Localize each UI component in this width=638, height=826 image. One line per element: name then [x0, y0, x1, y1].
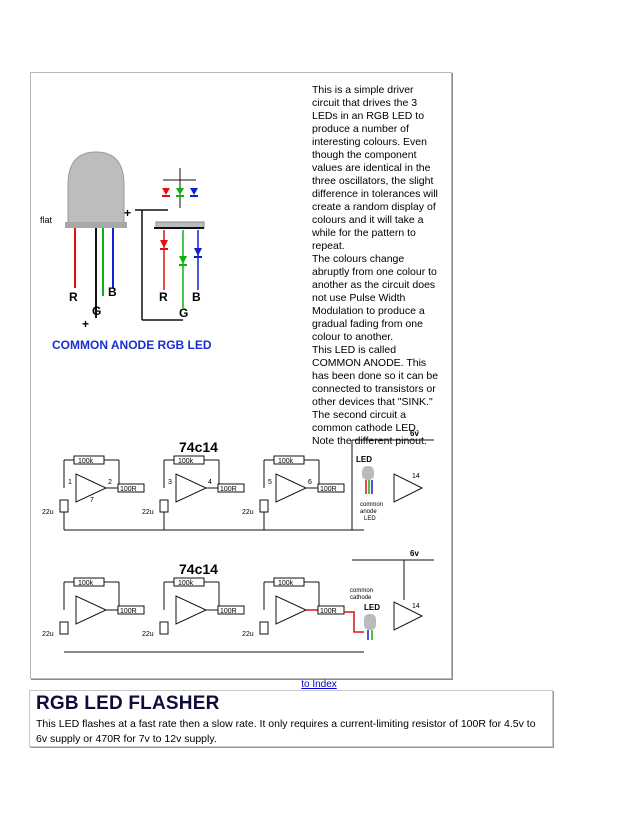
svg-text:5: 5 [268, 479, 272, 486]
chip-label: 74c14 [179, 439, 218, 455]
description-text: This is a simple driver circuit that dri… [312, 84, 439, 447]
svg-text:100k: 100k [178, 580, 194, 587]
oscillator-stage-1: 100k 1 2 7 100R 22u [42, 455, 145, 530]
svg-text:100k: 100k [178, 458, 194, 465]
svg-text:6v: 6v [410, 430, 419, 438]
svg-text:LED: LED [364, 516, 376, 522]
b-label: B [108, 285, 117, 299]
svg-text:LED: LED [356, 455, 372, 464]
svg-text:6v: 6v [410, 550, 419, 558]
svg-text:4: 4 [208, 479, 212, 486]
schematic-common-cathode: 74c14 100k 100R 22u 100k 100R 22u 100k 1… [42, 550, 434, 653]
b-label-2: B [192, 290, 201, 304]
led-symbols-bottom [160, 240, 202, 266]
svg-text:100k: 100k [278, 580, 294, 587]
svg-text:100R: 100R [220, 608, 237, 615]
g-label: G [92, 304, 101, 318]
svg-text:100k: 100k [78, 580, 94, 587]
svg-text:common: common [350, 588, 373, 594]
r-label-2: R [159, 290, 168, 304]
to-index-link[interactable]: to Index [301, 679, 337, 690]
svg-text:2: 2 [108, 479, 112, 486]
svg-text:22u: 22u [242, 631, 254, 638]
svg-text:100R: 100R [120, 486, 137, 493]
section-box [29, 690, 553, 747]
svg-text:100R: 100R [320, 486, 337, 493]
svg-text:cathode: cathode [350, 595, 372, 601]
schematic-common-anode: 74c14 100k 1 2 7 100R 22u 100k 3 4 100R … [42, 430, 434, 531]
svg-text:anode: anode [360, 509, 377, 515]
svg-text:100R: 100R [220, 486, 237, 493]
svg-text:22u: 22u [142, 631, 154, 638]
svg-text:100R: 100R [320, 608, 337, 615]
svg-text:100R: 100R [120, 608, 137, 615]
g-label-2: G [179, 306, 188, 320]
svg-text:1: 1 [68, 479, 72, 486]
led-caption: COMMON ANODE RGB LED [52, 338, 212, 352]
svg-text:22u: 22u [42, 631, 54, 638]
svg-text:14: 14 [412, 603, 420, 610]
svg-text:14: 14 [412, 473, 420, 480]
section-title: RGB LED FLASHER [36, 693, 220, 714]
svg-text:7: 7 [90, 497, 94, 504]
oscillator-stage-2: 100k 3 4 100R 22u [142, 455, 245, 530]
svg-text:common: common [360, 502, 383, 508]
led-pinout-diagram: flat R B G + + R B G COMMON ANODE RGB LE… [40, 151, 212, 352]
svg-text:100k: 100k [78, 458, 94, 465]
led-body [67, 151, 125, 226]
svg-text:22u: 22u [242, 509, 254, 516]
plus-label-1: + [82, 317, 89, 331]
plus-label-2: + [124, 206, 131, 220]
svg-text:22u: 22u [42, 509, 54, 516]
svg-text:3: 3 [168, 479, 172, 486]
svg-text:22u: 22u [142, 509, 154, 516]
svg-text:6: 6 [308, 479, 312, 486]
chip-label-2: 74c14 [179, 561, 218, 577]
led-rim [65, 222, 127, 228]
flat-label: flat [40, 215, 53, 225]
svg-text:100k: 100k [278, 458, 294, 465]
oscillator-stage-3: 100k 5 6 100R 22u [242, 455, 345, 530]
led-symbols-top [162, 188, 198, 197]
section-body: This LED flashes at a fast rate then a s… [36, 718, 536, 745]
r-label: R [69, 290, 78, 304]
svg-text:LED: LED [364, 603, 380, 612]
